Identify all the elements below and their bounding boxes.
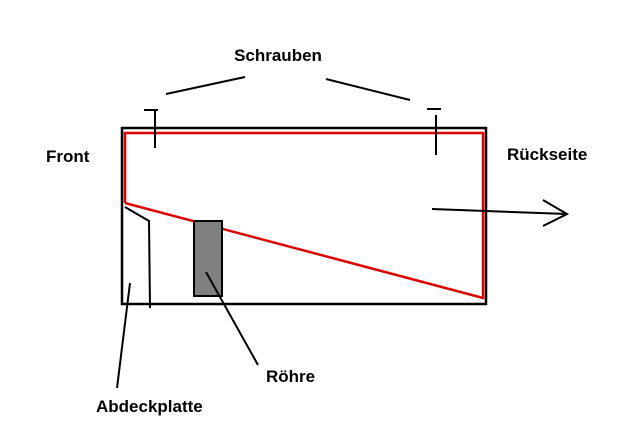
housing-box <box>120 126 488 306</box>
screws-pointer-right <box>325 78 411 101</box>
arrow-icon <box>431 199 570 227</box>
red-outline <box>123 131 485 300</box>
label-cover-plate: Abdeckplatte <box>96 397 203 416</box>
label-screws: Schrauben <box>234 46 322 65</box>
screw-left <box>144 109 158 148</box>
label-back: Rückseite <box>507 145 587 164</box>
tube-block <box>193 220 223 297</box>
label-tube: Röhre <box>266 367 315 386</box>
tube-pointer <box>205 271 259 366</box>
cover-plate-line <box>124 206 151 309</box>
label-front: Front <box>46 147 90 166</box>
screw-right <box>427 108 441 155</box>
cover-plate-pointer <box>116 282 131 389</box>
screws-pointer-left <box>165 76 246 95</box>
